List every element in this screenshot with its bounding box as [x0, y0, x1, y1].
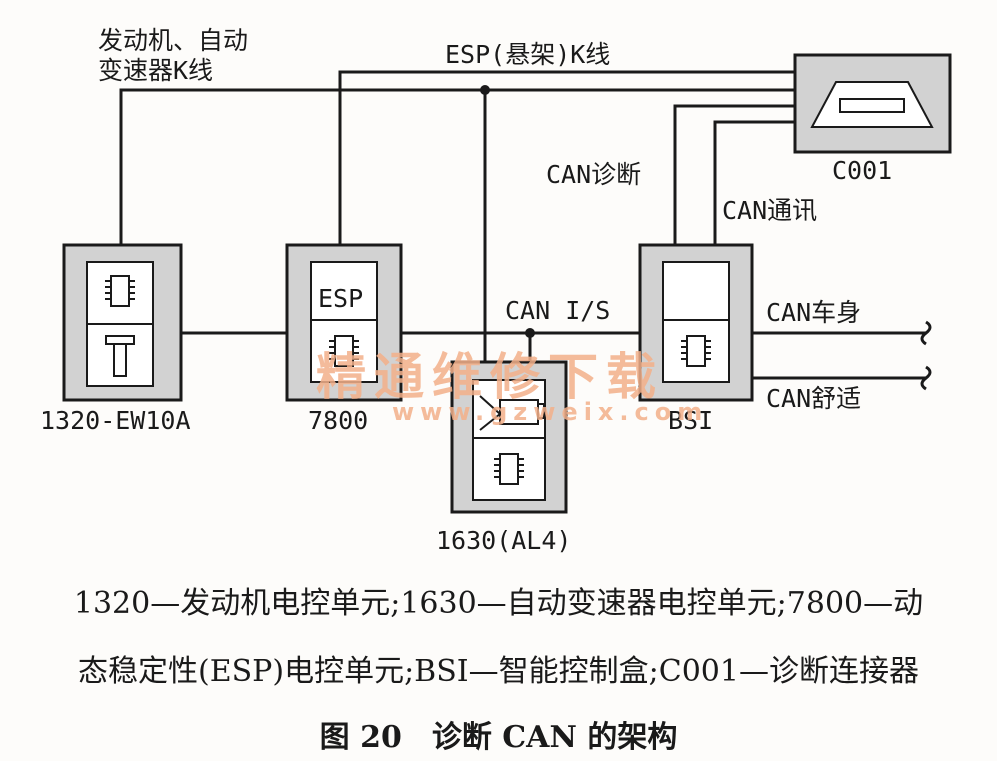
c001-label: C001 [832, 156, 893, 185]
can-diag-wire [673, 104, 795, 245]
can-comfort-label: CAN舒适 [766, 384, 862, 413]
can-diag-label: CAN诊断 [546, 160, 642, 189]
caption-line-2: 态稳定性(ESP)电控单元;BSI—智能控制盒;C001—诊断连接器 [78, 654, 919, 689]
c001-connector-box [793, 53, 952, 154]
engine-k-line-wire [119, 88, 795, 245]
junction-dot-can-is [525, 328, 535, 338]
chip-icon [681, 335, 711, 367]
chip-icon [329, 335, 359, 367]
figure-title: 图 20 诊断 CAN 的架构 [319, 720, 678, 755]
can-comm-label: CAN通讯 [722, 196, 818, 225]
ecu-1320-box [62, 243, 183, 402]
watermark-text: 精通维修下载 [316, 348, 664, 406]
can-comfort-break [920, 365, 932, 391]
esp-7800-label: 7800 [308, 406, 369, 435]
ecu-1320-label: 1320-EW10A [40, 406, 191, 435]
can-body-label: CAN车身 [766, 298, 862, 327]
gearbox-icon [479, 395, 545, 431]
can-is-label: CAN I/S [505, 296, 611, 325]
bsi-label: BSI [668, 406, 714, 435]
esp-inner-label: ESP [318, 284, 364, 313]
can-architecture-diagram [62, 53, 952, 514]
can-comm-wire [713, 120, 795, 245]
esp-k-line-wire [338, 70, 795, 245]
chip-icon [494, 453, 524, 485]
esp-7800-box [285, 243, 403, 402]
junction-dot-k-line [480, 85, 490, 95]
chip-icon [105, 275, 135, 307]
caption-line-1: 1320—发动机电控单元;1630—自动变速器电控单元;7800—动 [73, 586, 924, 621]
watermark-url: www.gzweix.com [392, 398, 709, 426]
can-body-break [920, 320, 932, 346]
injector-icon [105, 335, 135, 377]
transmission-1630-box [450, 360, 568, 514]
esp-k-line-label: ESP(悬架)K线 [445, 40, 611, 69]
transmission-1630-label: 1630(AL4) [436, 526, 572, 555]
engine-k-line-label: 发动机、自动 变速器K线 [98, 26, 249, 85]
bsi-box [638, 243, 754, 402]
